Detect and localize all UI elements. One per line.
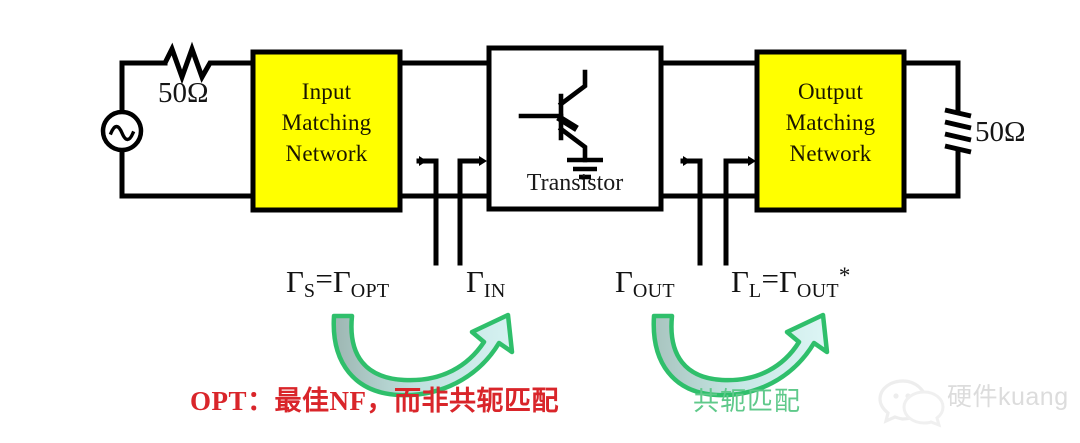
gamma-opt-subscript: OPT — [350, 280, 390, 302]
gamma-in-subscript: IN — [483, 280, 506, 302]
gamma-l-equals: = — [761, 261, 779, 296]
gamma-in-label: ΓIN — [466, 264, 506, 303]
gamma-out-leader — [680, 156, 703, 266]
gamma-out-symbol: Γ — [615, 264, 633, 299]
gamma-out-subscript: OUT — [632, 280, 675, 302]
gamma-s-leader — [416, 156, 439, 266]
gamma-out-conj-subscript: OUT — [796, 280, 839, 302]
source-resistor-label: 50Ω — [158, 77, 209, 109]
green-curved-arrow-right — [651, 312, 830, 398]
gamma-out-conj-symbol: Γ — [778, 264, 797, 299]
source-resistor-symbol — [162, 41, 215, 85]
conjugate-match-note-green: 共轭匹配 — [693, 386, 802, 416]
gamma-l-subscript: L — [748, 280, 762, 302]
gamma-opt-symbol: Γ — [332, 264, 351, 299]
transistor-block-label: Transistor — [526, 170, 624, 196]
wechat-icon — [878, 379, 945, 428]
input-matching-network-block — [250, 49, 403, 213]
load-resistor-symbol — [944, 105, 972, 158]
gamma-in-leader — [457, 156, 487, 266]
gamma-in-symbol: Γ — [466, 264, 484, 299]
output-matching-network-block — [754, 49, 907, 213]
bjt-symbol — [518, 69, 588, 163]
source-loop-wire — [119, 60, 256, 199]
transistor-omn-wires — [658, 60, 760, 199]
gamma-l-leader — [723, 156, 756, 266]
conjugate-star: * — [838, 263, 851, 288]
gamma-s-label: ΓS=ΓOPT — [286, 263, 390, 303]
gamma-s-equals: = — [315, 261, 333, 296]
green-curved-arrow-left — [331, 312, 515, 398]
gamma-l-label: ΓL=ΓOUT* — [731, 263, 851, 303]
gamma-s-subscript: S — [303, 280, 316, 302]
load-resistor-label: 50Ω — [975, 116, 1026, 148]
load-loop-wire — [901, 60, 961, 199]
ground-symbol — [567, 157, 603, 180]
opt-note-red: OPT：最佳NF，而非共轭匹配 — [190, 386, 559, 416]
gamma-out-label: ΓOUT — [615, 264, 675, 303]
gamma-l-symbol: Γ — [731, 264, 749, 299]
watermark-text: 硬件kuang — [947, 383, 1069, 411]
gamma-s-symbol: Γ — [286, 264, 304, 299]
ac-source-symbol — [100, 109, 144, 153]
imn-transistor-wires — [397, 60, 492, 199]
